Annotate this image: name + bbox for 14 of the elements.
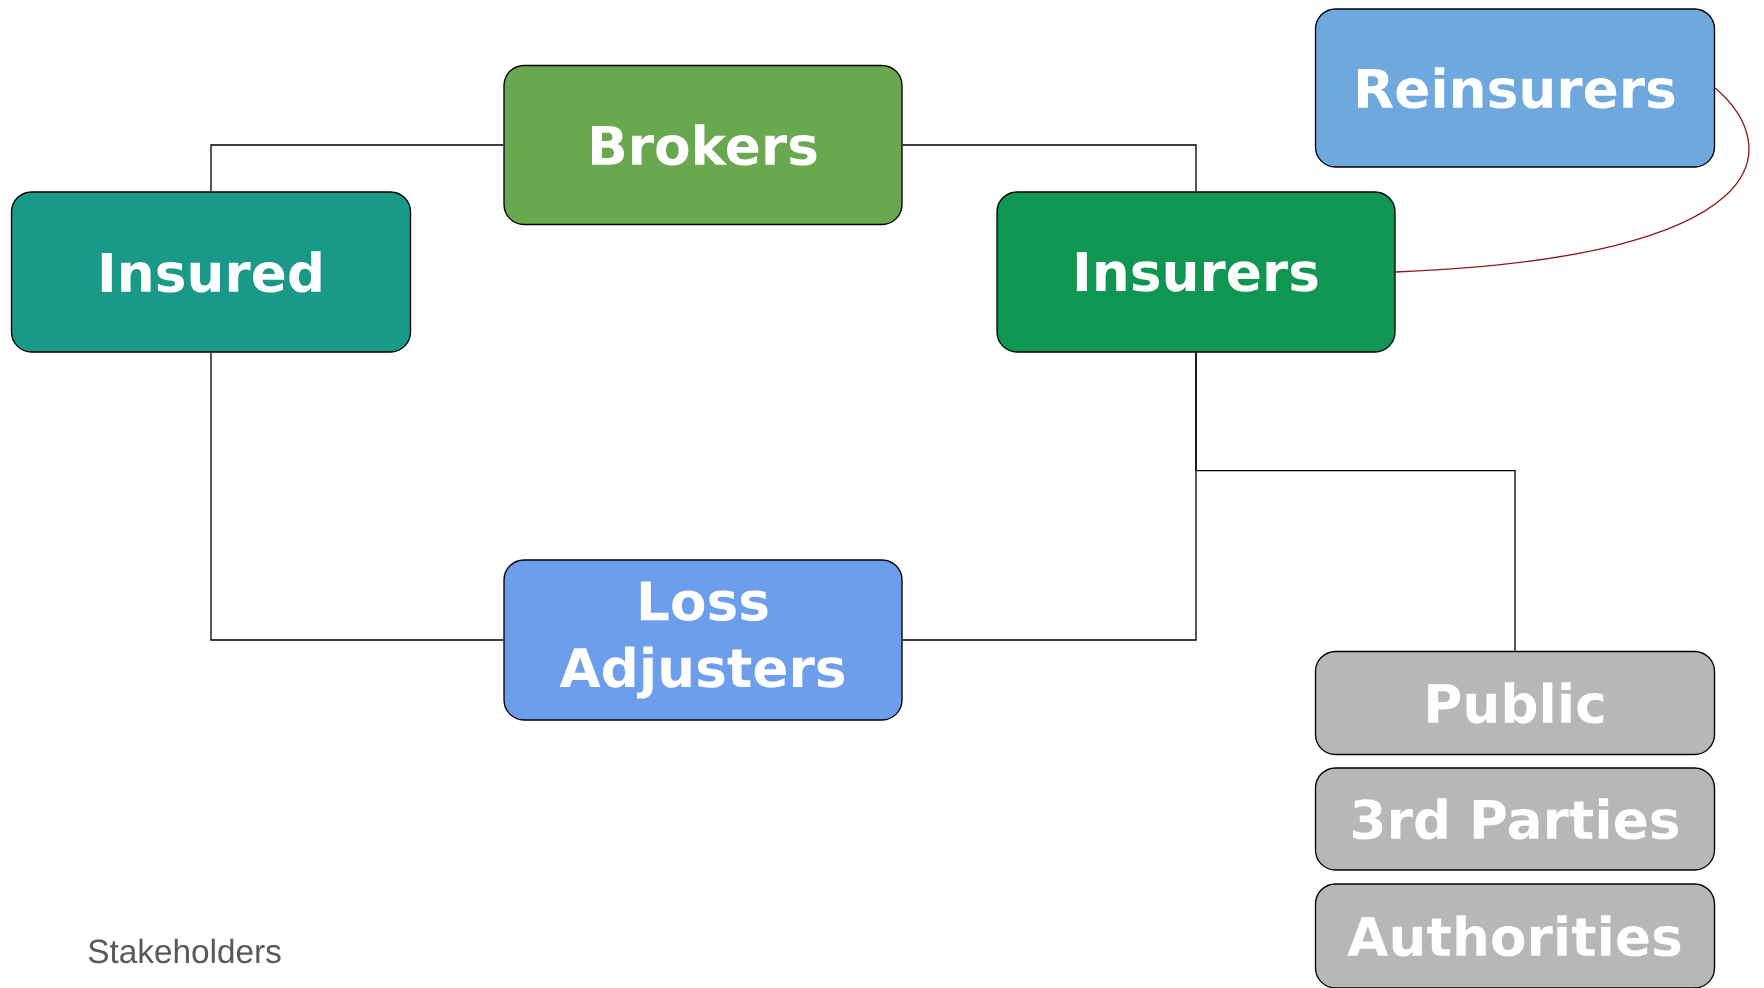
- connector-line: [902, 144, 1197, 192]
- connector-line: [1395, 87, 1749, 273]
- stakeholder-box: Authorities: [1314, 883, 1716, 988]
- connector-line: [210, 352, 504, 641]
- connector-line: [1195, 352, 1516, 652]
- connector-line: [210, 144, 504, 192]
- stakeholder-box: 3rd Parties: [1314, 767, 1716, 871]
- stakeholder-box: Public: [1314, 650, 1716, 756]
- caption-text: Stakeholders: [88, 938, 281, 964]
- stakeholder-box: Insured: [10, 191, 412, 353]
- stakeholder-box: Loss Adjusters: [503, 559, 903, 721]
- stakeholder-box: Reinsurers: [1314, 8, 1716, 168]
- stakeholder-box: Brokers: [503, 64, 903, 226]
- stakeholder-box: Insurers: [996, 191, 1396, 353]
